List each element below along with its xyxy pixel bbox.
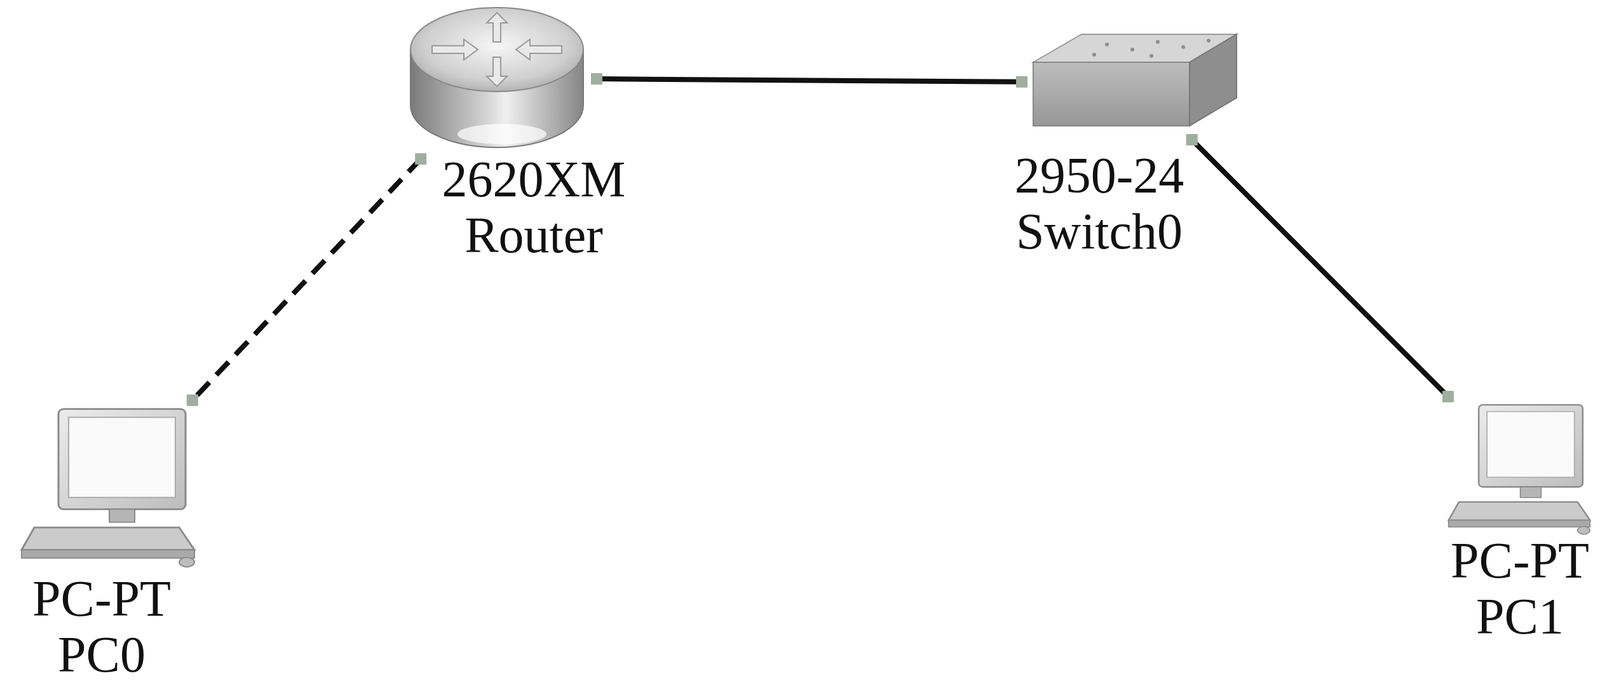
ethernet-link [596,78,1022,82]
switch-device-icon [1030,31,1240,134]
pc-device: PC-PT PC1 [1440,402,1600,645]
port-dot [414,153,427,165]
router-device-icon [406,3,588,153]
port-dot [590,73,603,85]
port-dot [1442,390,1454,403]
router-device: 2620XM Router [406,3,639,264]
port-dot [1016,76,1028,88]
port-dot [1186,134,1198,146]
pc-device: PC-PT PC0 [19,406,199,683]
device-label: 2620XM Router [428,151,639,264]
device-label: PC-PT PC1 [1440,532,1600,645]
device-label: 2950-24 Switch0 [1003,147,1195,260]
ethernet-link [1192,139,1449,397]
crossover-link [192,158,421,401]
device-label: PC-PT PC0 [19,570,185,683]
port-dot [186,394,199,407]
pc-device-icon [1447,402,1594,536]
pc-device-icon [20,406,199,569]
switch-device: 2950-24 Switch0 [1003,31,1240,260]
